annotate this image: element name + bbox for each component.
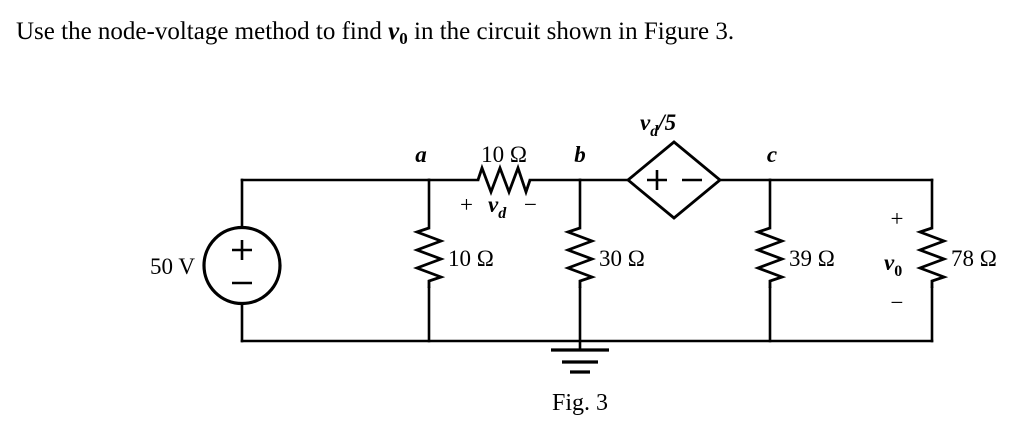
dependent-voltage-source-symbol xyxy=(625,140,723,220)
resistor-shunt-30-label: 30 Ω xyxy=(599,246,645,271)
vo-variable-symbol: v xyxy=(884,250,895,275)
dependent-source-label-var: v xyxy=(640,110,651,135)
source-voltage-label: 50 V xyxy=(150,254,195,279)
resistor-shunt-10-symbol xyxy=(412,226,446,288)
vd-variable-symbol: v xyxy=(488,192,499,217)
vo-variable-subscript: 0 xyxy=(894,263,902,280)
ground-symbol xyxy=(551,348,609,374)
node-label-a: a xyxy=(415,142,427,167)
problem-variable-symbol: v xyxy=(388,18,400,45)
resistor-series-10-symbol xyxy=(476,163,532,197)
problem-variable-subscript: 0 xyxy=(399,29,408,49)
vd-plus-label: + xyxy=(460,192,473,217)
resistor-shunt-30-symbol xyxy=(563,226,597,288)
source-plus-sign xyxy=(232,240,252,260)
vo-minus-label: − xyxy=(891,290,904,315)
independent-voltage-source-symbol xyxy=(202,225,282,306)
dependent-source-label-sub: d xyxy=(650,123,659,140)
problem-statement: Use the node-voltage method to find v0 i… xyxy=(16,16,996,49)
resistor-shunt-39-label: 39 Ω xyxy=(789,246,835,271)
problem-text-trailing: in the circuit shown in Figure 3. xyxy=(414,18,735,45)
circuit-diagram: 50 V vd/5 10 Ω + vd − 10 Ω 30 Ω 39 Ω 78 … xyxy=(150,110,997,416)
resistor-shunt-39-symbol xyxy=(753,226,787,288)
dependent-source-plus-sign xyxy=(647,170,667,190)
vd-minus-label: − xyxy=(524,192,537,217)
resistor-series-10-label: 10 Ω xyxy=(481,142,527,167)
dependent-source-label-div: /5 xyxy=(656,110,676,135)
resistor-shunt-78-symbol xyxy=(915,226,949,288)
problem-variable: v0 xyxy=(388,18,408,49)
node-label-c: c xyxy=(767,142,777,167)
figure-caption: Fig. 3 xyxy=(552,390,608,416)
node-label-b: b xyxy=(574,142,586,167)
vo-variable-label: v0 xyxy=(884,250,902,280)
resistor-shunt-10-label: 10 Ω xyxy=(448,246,494,271)
resistor-shunt-78-label: 78 Ω xyxy=(951,246,997,271)
vd-variable-label: vd xyxy=(488,192,507,222)
vd-variable-subscript: d xyxy=(498,205,507,222)
dependent-source-label: vd/5 xyxy=(640,110,676,140)
vo-plus-label: + xyxy=(891,206,904,231)
problem-text-leading: Use the node-voltage method to find xyxy=(16,18,382,45)
